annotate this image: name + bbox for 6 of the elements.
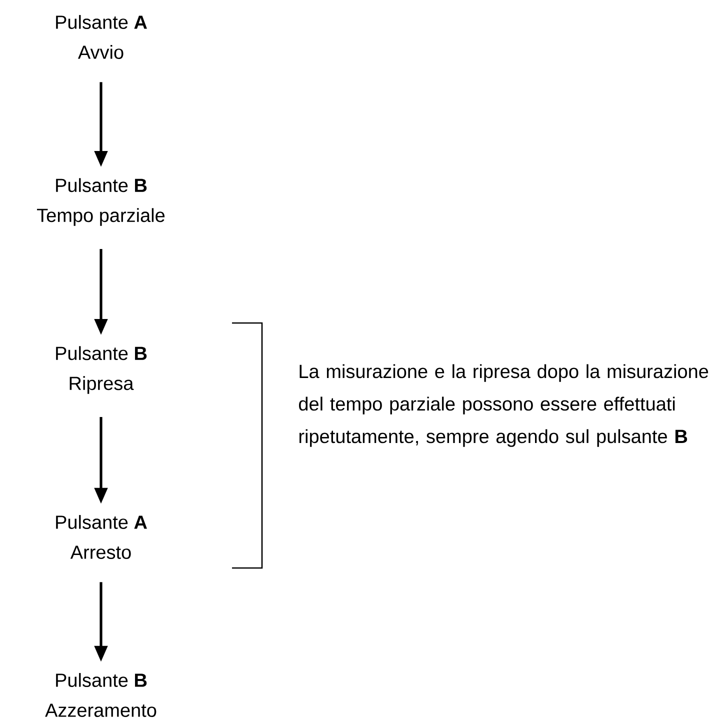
step-text: Pulsante B Tempo parziale bbox=[37, 178, 165, 226]
step-text: Pulsante A Avvio bbox=[56, 15, 147, 59]
note-text: La misurazione e la ripresa dopo la misurazione del tempo parziale possono essere effettuati ripetutamente, sempre agendo sul pulsante B bbox=[299, 364, 708, 447]
step-text: Pulsante B Ripresa bbox=[56, 346, 147, 394]
step-text: Pulsante B Azzeramento bbox=[45, 673, 156, 717]
step-text: Pulsante A Arresto bbox=[56, 515, 147, 559]
